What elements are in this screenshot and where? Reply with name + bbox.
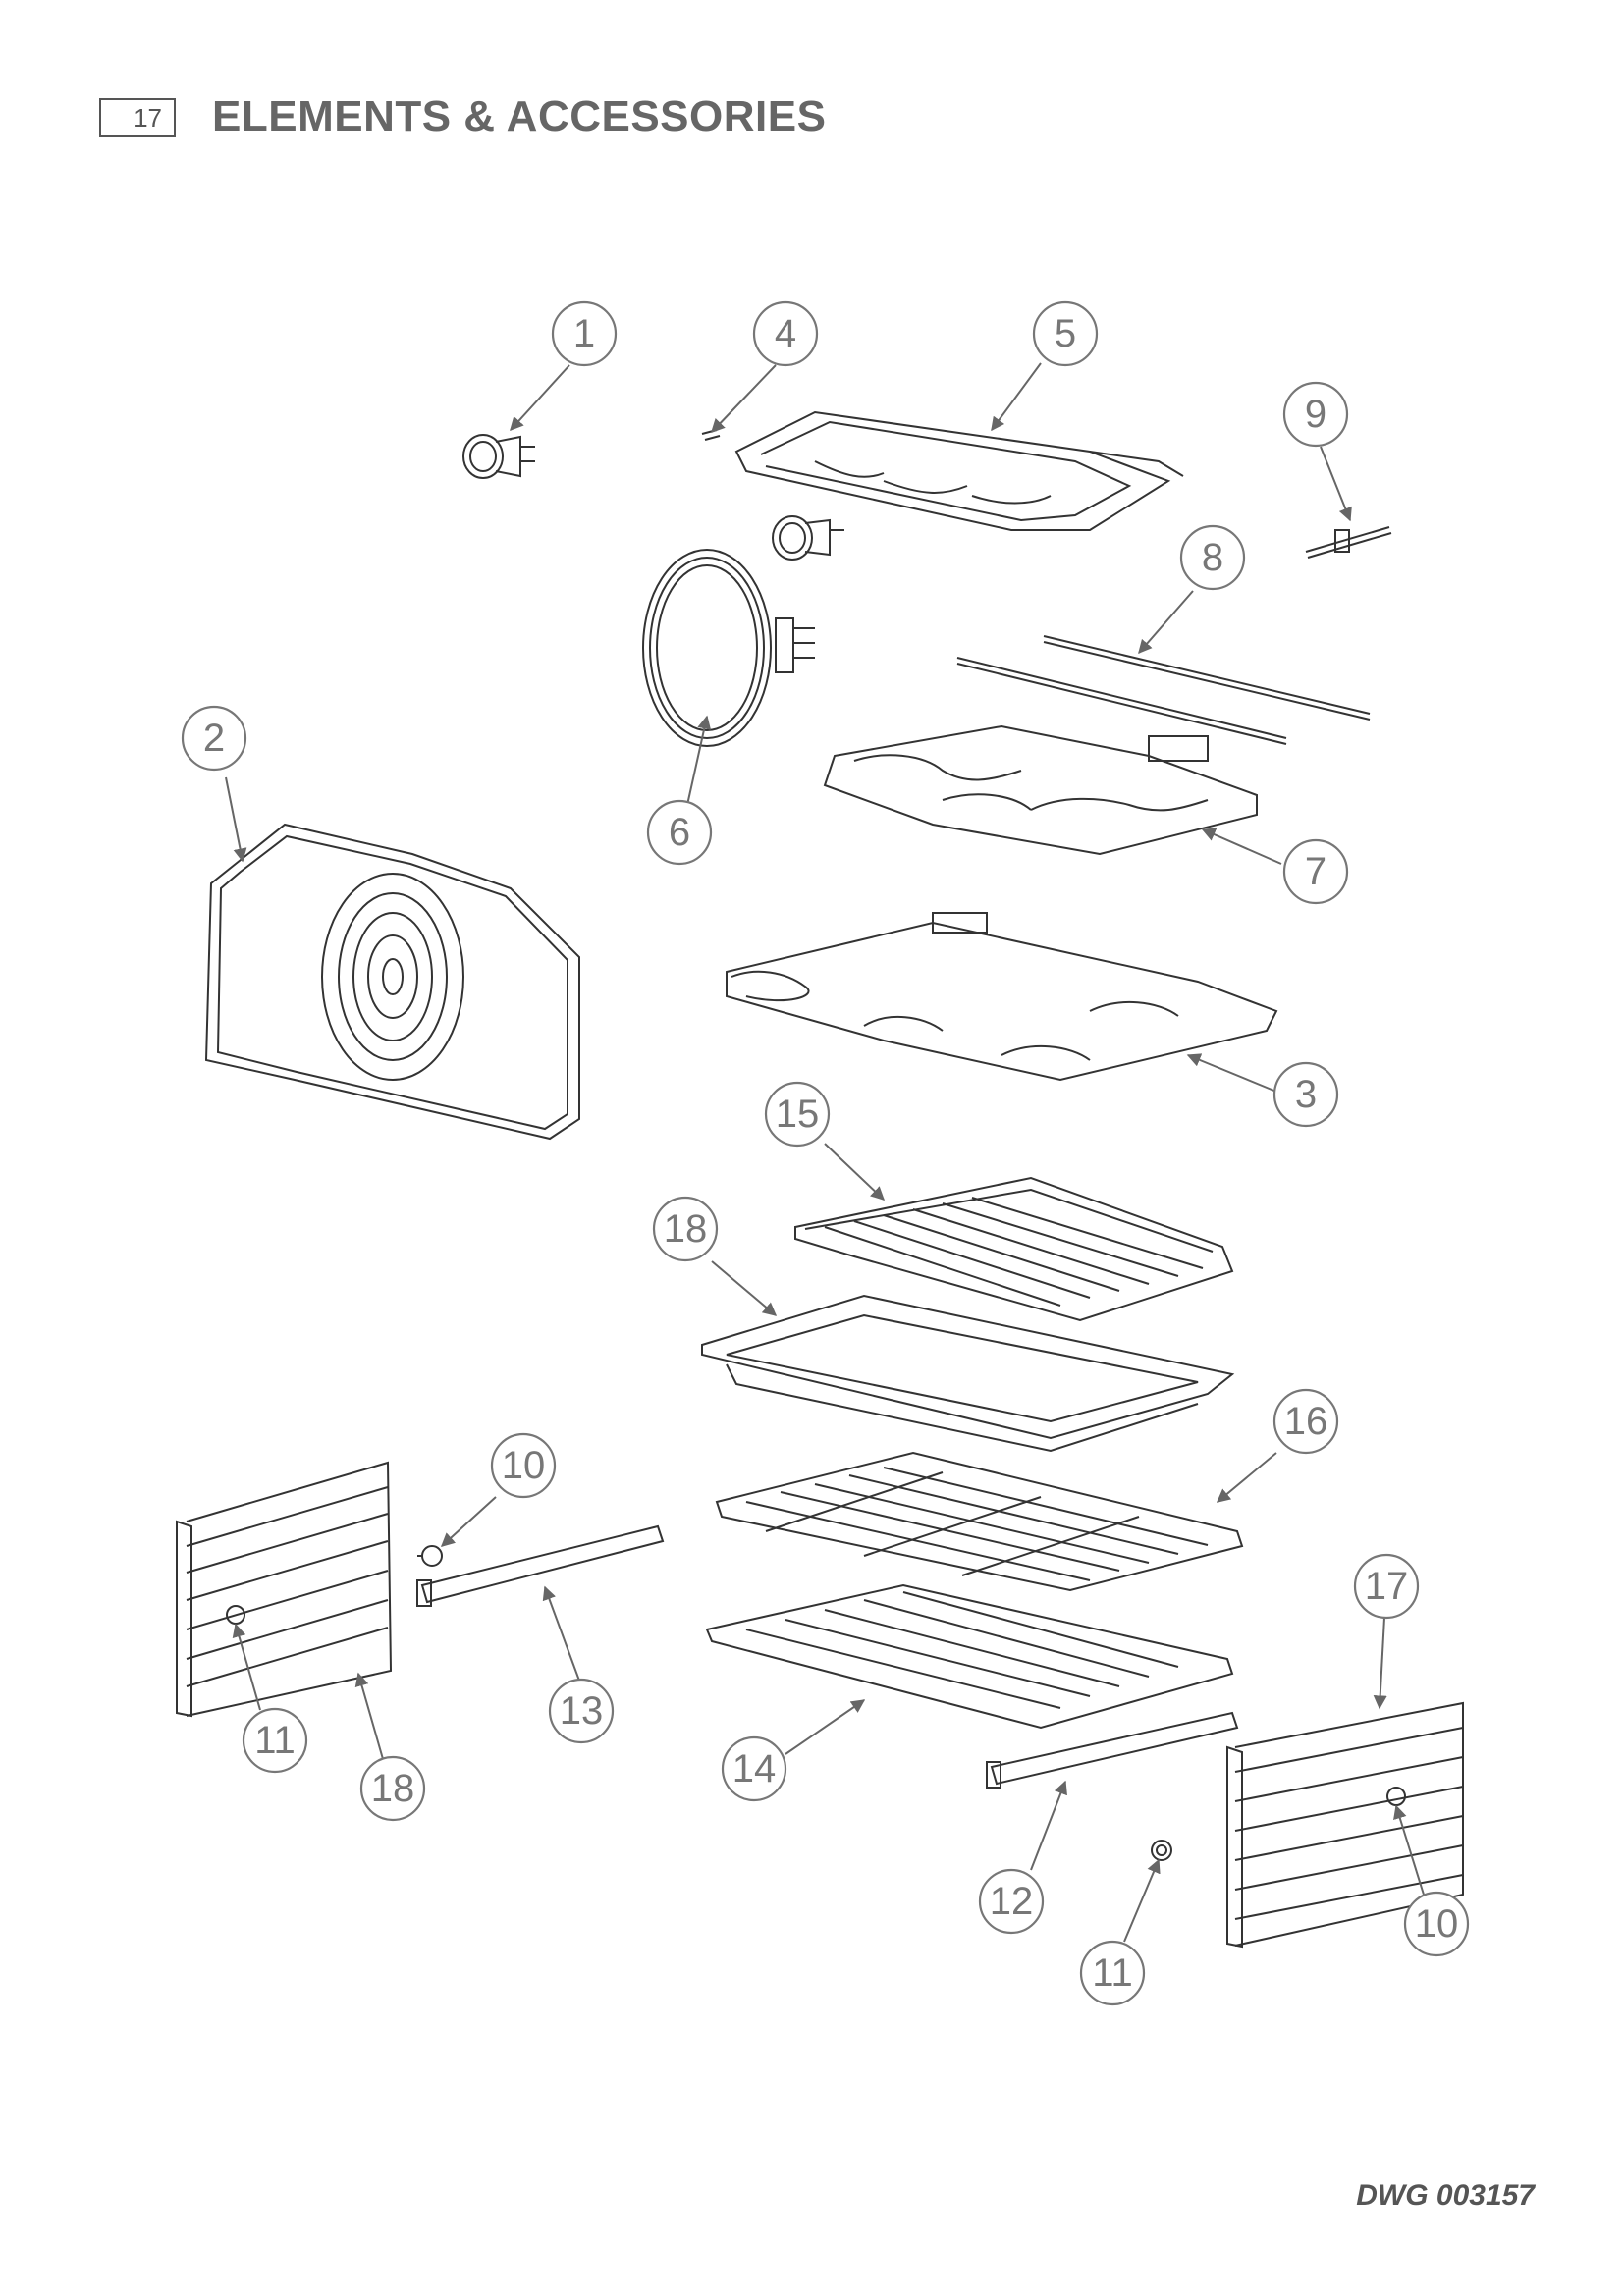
part-sensor-9 [1305,526,1392,559]
svg-text:16: 16 [1284,1400,1328,1443]
drawing-number: DWG 003157 [1356,2179,1535,2212]
callout-9: 9 [1282,381,1349,448]
page-title: ELEMENTS & ACCESSORIES [212,92,827,140]
svg-text:7: 7 [1305,850,1326,893]
callout-2: 2 [181,705,247,772]
part-runner-13 [416,1524,665,1607]
callout-3: 3 [1272,1061,1339,1128]
svg-text:5: 5 [1055,312,1076,355]
callout-11-left: 11 [242,1707,308,1774]
svg-text:11: 11 [254,1719,296,1762]
part-fan-cover-2 [204,823,580,1141]
svg-text:6: 6 [669,811,690,854]
svg-text:4: 4 [775,312,796,355]
callout-7: 7 [1282,838,1349,905]
svg-text:1: 1 [573,312,595,355]
callout-6: 6 [646,799,713,866]
svg-text:2: 2 [203,717,225,760]
part-side-support-right [1226,1701,1464,1949]
part-telescopic-rack-14 [705,1583,1234,1730]
callout-18-left: 18 [359,1755,426,1822]
part-rods-8 [956,635,1371,745]
callout-17: 17 [1353,1553,1420,1620]
svg-text:10: 10 [502,1444,546,1487]
svg-text:14: 14 [732,1747,777,1790]
part-thermostat-small [772,515,844,561]
callout-11: 11 [1079,1940,1146,2006]
part-top-element-3 [726,912,1278,1082]
part-runner-12 [986,1711,1239,1789]
svg-text:11: 11 [1092,1951,1133,1995]
part-grill-rack-15 [794,1176,1234,1322]
callout-10: 10 [490,1432,557,1499]
part-knob-11 [1151,1840,1172,1861]
part-tray-18 [701,1294,1235,1453]
part-thermostat-1 [462,434,535,479]
page-number: 17 [99,98,176,137]
part-bottom-element-7 [823,724,1258,856]
callout-13: 13 [548,1678,615,1744]
callout-4: 4 [752,300,819,367]
callout-14: 14 [721,1735,787,1802]
part-fan-element-6 [642,549,815,747]
svg-text:12: 12 [990,1880,1034,1923]
callout-10-right: 10 [1403,1891,1470,1957]
svg-text:18: 18 [371,1767,415,1810]
svg-text:15: 15 [776,1093,820,1136]
part-knob-10 [417,1545,443,1567]
callout-15: 15 [764,1081,831,1148]
svg-text:17: 17 [1365,1565,1409,1608]
svg-text:8: 8 [1202,536,1223,579]
callout-1: 1 [551,300,618,367]
svg-text:18: 18 [664,1207,708,1251]
svg-text:3: 3 [1295,1073,1317,1116]
part-wire-shelf-16 [715,1451,1244,1592]
callout-18: 18 [652,1196,719,1262]
callout-5: 5 [1032,300,1099,367]
svg-text:9: 9 [1305,393,1326,436]
callout-12: 12 [978,1868,1045,1935]
part-grill-element-5 [701,410,1184,531]
callout-16: 16 [1272,1388,1339,1455]
leader-lines [225,362,1425,1943]
svg-text:10: 10 [1415,1902,1459,1946]
callout-8: 8 [1179,524,1246,591]
svg-text:13: 13 [560,1689,604,1733]
